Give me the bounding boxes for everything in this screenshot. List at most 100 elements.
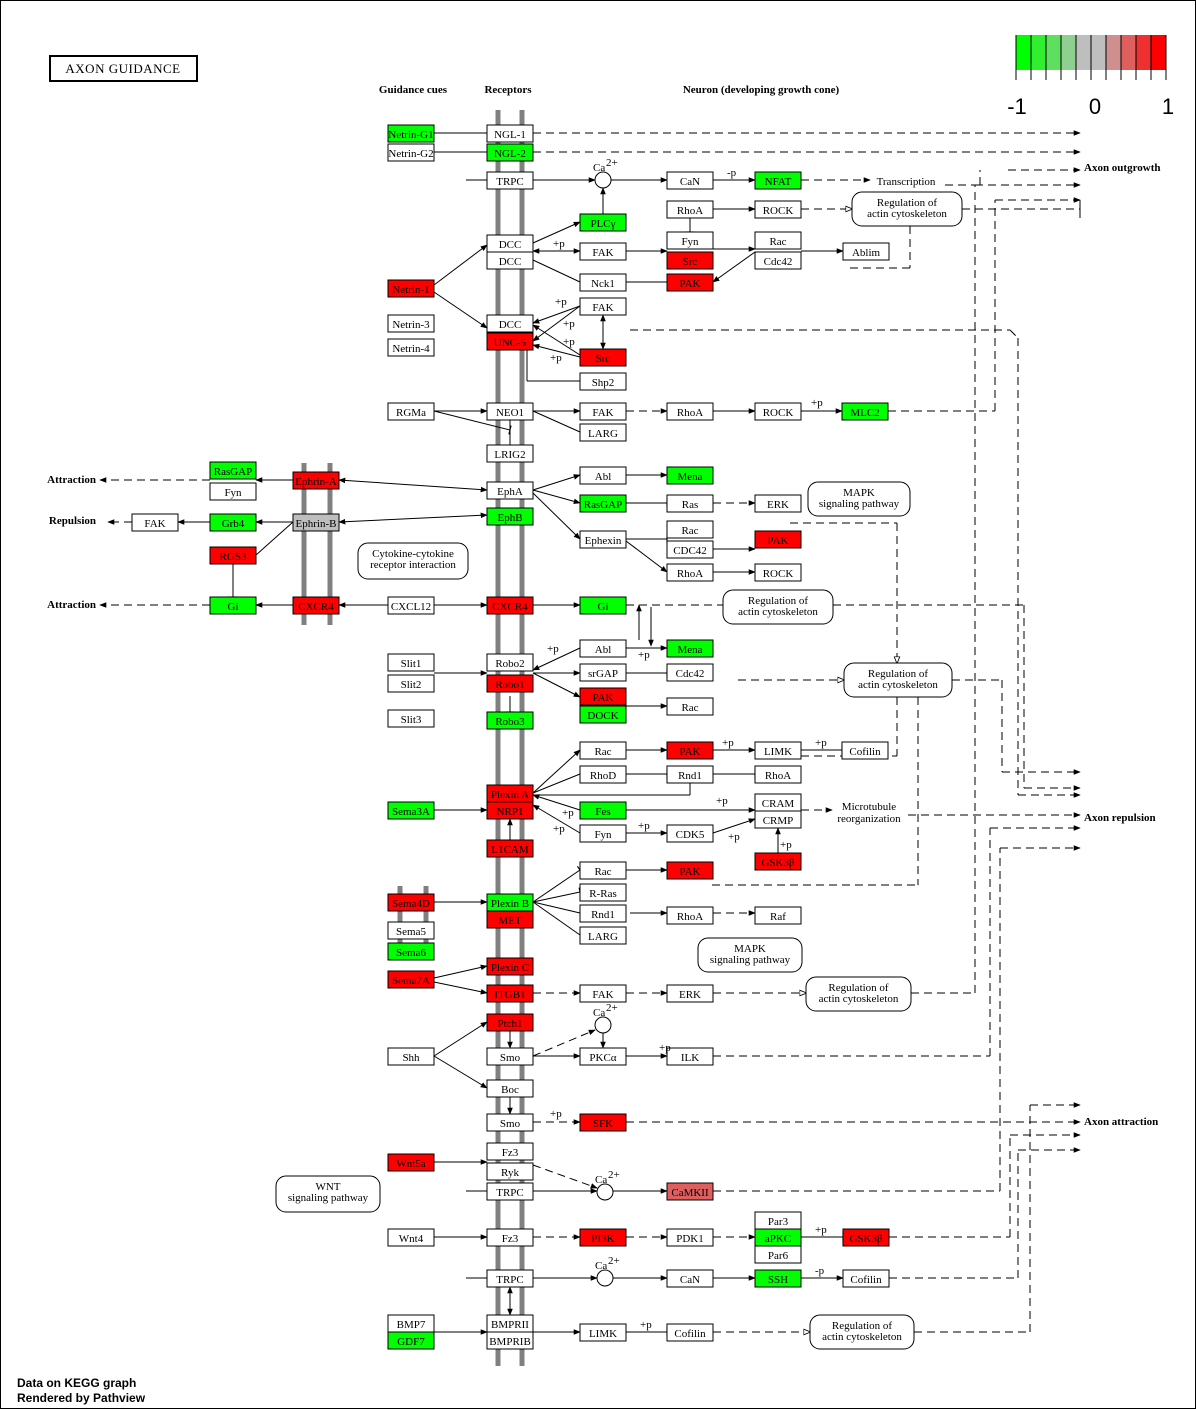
gene-node-pi3k[interactable]: PI3K: [579, 1228, 627, 1247]
gene-node-bmprib[interactable]: BMPRIB: [486, 1331, 534, 1350]
gene-node-met[interactable]: MET: [486, 910, 534, 929]
gene-node-rgma[interactable]: RGMa: [387, 402, 435, 421]
gene-node-sfk[interactable]: SFK: [579, 1113, 627, 1132]
gene-node-unc5[interactable]: UNC-5: [486, 332, 534, 351]
gene-node-erk1[interactable]: ERK: [754, 494, 802, 513]
gene-node-cxcr4-1[interactable]: CXCR4: [292, 596, 340, 615]
gene-node-rac1[interactable]: Rac: [754, 231, 802, 250]
gene-node-srgap[interactable]: srGAP: [579, 663, 627, 682]
gene-node-fes[interactable]: Fes: [579, 801, 627, 820]
gene-node-nck1[interactable]: Nck1: [579, 273, 627, 292]
gene-node-src1[interactable]: Src: [666, 251, 714, 270]
gene-node-pak1[interactable]: PAK: [666, 273, 714, 292]
gene-node-rock1[interactable]: ROCK: [754, 200, 802, 219]
gene-node-camkii[interactable]: CaMKII: [666, 1182, 714, 1201]
gene-node-plexin-a[interactable]: Plexin A: [486, 784, 534, 803]
gene-node-slit3[interactable]: Slit3: [387, 709, 435, 728]
gene-node-crmp[interactable]: CRMP: [754, 810, 802, 829]
gene-node-shh[interactable]: Shh: [387, 1047, 435, 1066]
gene-node-cdc42-1[interactable]: Cdc42: [754, 251, 802, 270]
gene-node-rgs3[interactable]: RGS3: [209, 546, 257, 565]
gene-node-fyn2[interactable]: Fyn: [209, 482, 257, 501]
gene-node-cxcl12[interactable]: CXCL12: [387, 596, 435, 615]
gene-node-robo3[interactable]: Robo3: [486, 711, 534, 730]
gene-node-bmp7[interactable]: BMP7: [387, 1314, 435, 1333]
gene-node-smo1[interactable]: Smo: [486, 1047, 534, 1066]
gene-node-slit2[interactable]: Slit2: [387, 674, 435, 693]
gene-node-fak5[interactable]: FAK: [579, 984, 627, 1003]
gene-node-rhoa5[interactable]: RhoA: [666, 906, 714, 925]
gene-node-can1[interactable]: CaN: [666, 171, 714, 190]
gene-node-slit1[interactable]: Slit1: [387, 653, 435, 672]
gene-node-cdc42-2[interactable]: CDC42: [666, 540, 714, 559]
gene-node-grb4[interactable]: Grb4: [209, 513, 257, 532]
gene-node-pak2[interactable]: PAK: [754, 530, 802, 549]
gene-node-gi2[interactable]: Gi: [579, 596, 627, 615]
gene-node-par3[interactable]: Par3: [754, 1211, 802, 1230]
gene-node-fak4[interactable]: FAK: [131, 513, 179, 532]
gene-node-cdc42-3[interactable]: Cdc42: [666, 663, 714, 682]
gene-node-mlc2[interactable]: MLC2: [841, 402, 889, 421]
gene-node-abl1[interactable]: Abl: [579, 466, 627, 485]
gene-node-erk2[interactable]: ERK: [666, 984, 714, 1003]
gene-node-wnt5a[interactable]: Wnt5a: [387, 1153, 435, 1172]
gene-node-neo1[interactable]: NEO1: [486, 402, 534, 421]
gene-node-cofilin2[interactable]: Cofilin: [842, 1269, 890, 1288]
gene-node-ephrin-a[interactable]: Ephrin-A: [292, 471, 340, 490]
gene-node-pak4[interactable]: PAK: [666, 741, 714, 760]
gene-node-ngl1[interactable]: NGL-1: [486, 124, 534, 143]
gene-node-rnd1-1[interactable]: Rnd1: [666, 765, 714, 784]
gene-node-cxcr4-2[interactable]: CXCR4: [486, 596, 534, 615]
gene-node-rac3[interactable]: Rac: [666, 697, 714, 716]
gene-node-trpc2[interactable]: TRPC: [486, 1182, 534, 1201]
gene-node-fak2[interactable]: FAK: [579, 297, 627, 316]
gene-node-rasgap1[interactable]: RasGAP: [209, 461, 257, 480]
gene-node-rhod[interactable]: RhoD: [579, 765, 627, 784]
gene-node-ptch1[interactable]: Ptch1: [486, 1013, 534, 1032]
gene-node-bmprii[interactable]: BMPRII: [486, 1314, 534, 1333]
gene-node-rhoa4[interactable]: RhoA: [754, 765, 802, 784]
gene-node-itgb1[interactable]: ITGB1: [486, 984, 534, 1003]
gene-node-rras[interactable]: R-Ras: [579, 883, 627, 902]
gene-node-gi1[interactable]: Gi: [209, 596, 257, 615]
gene-node-plexin-c[interactable]: Plexin C: [486, 957, 534, 976]
gene-node-fak1[interactable]: FAK: [579, 242, 627, 261]
gene-node-rac5[interactable]: Rac: [579, 861, 627, 880]
gene-node-pak5[interactable]: PAK: [666, 861, 714, 880]
gene-node-fyn1[interactable]: Fyn: [666, 231, 714, 250]
gene-node-rhoa2[interactable]: RhoA: [666, 402, 714, 421]
gene-node-rhoa3[interactable]: RhoA: [666, 563, 714, 582]
gene-node-mena1[interactable]: Mena: [666, 466, 714, 485]
gene-node-pak3[interactable]: PAK: [579, 687, 627, 706]
gene-node-ephexin[interactable]: Ephexin: [579, 530, 627, 549]
gene-node-dcc3[interactable]: DCC: [486, 314, 534, 333]
gene-node-rhoa1[interactable]: RhoA: [666, 200, 714, 219]
gene-node-ssh[interactable]: SSH: [754, 1269, 802, 1288]
gene-node-trpc3[interactable]: TRPC: [486, 1269, 534, 1288]
gene-node-smo2[interactable]: Smo: [486, 1113, 534, 1132]
gene-node-rasgap2[interactable]: RasGAP: [579, 494, 627, 513]
gene-node-dock[interactable]: DOCK: [579, 705, 627, 724]
gene-node-sema5[interactable]: Sema5: [387, 921, 435, 940]
gene-node-ephb[interactable]: EphB: [486, 507, 534, 526]
gene-node-ryk[interactable]: Ryk: [486, 1162, 534, 1181]
gene-node-dcc1[interactable]: DCC: [486, 234, 534, 253]
gene-node-fz3-2[interactable]: Fz3: [486, 1228, 534, 1247]
gene-node-netrin3[interactable]: Netrin-3: [387, 314, 435, 333]
gene-node-limk1[interactable]: LIMK: [754, 741, 802, 760]
gene-node-rnd1-2[interactable]: Rnd1: [579, 904, 627, 923]
gene-node-boc[interactable]: Boc: [486, 1079, 534, 1098]
gene-node-abl2[interactable]: Abl: [579, 639, 627, 658]
gene-node-nrp1[interactable]: NRP1: [486, 801, 534, 820]
gene-node-epha[interactable]: EphA: [486, 481, 534, 500]
gene-node-cram[interactable]: CRAM: [754, 793, 802, 812]
gene-node-cofilin1[interactable]: Cofilin: [841, 741, 889, 760]
gene-node-fak3[interactable]: FAK: [579, 402, 627, 421]
gene-node-larg1[interactable]: LARG: [579, 423, 627, 442]
gene-node-ngl2[interactable]: NGL-2: [486, 143, 534, 162]
